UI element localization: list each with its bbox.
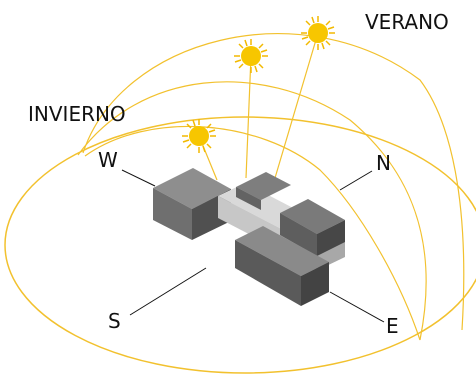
block-front-right: [301, 262, 329, 306]
winter-sun-path: [84, 125, 421, 341]
block-mid-front: [236, 187, 261, 210]
sun-icon: [234, 39, 268, 73]
block-mid-top: [236, 172, 291, 200]
north-label: N: [376, 151, 391, 175]
block-front-left: [235, 240, 301, 306]
block-front-top: [235, 226, 329, 276]
east-label: E: [386, 314, 399, 338]
block-right-top: [280, 199, 345, 234]
sun-projection-line: [274, 32, 319, 179]
west-pointer-line: [121, 169, 156, 187]
sun-icon: [182, 119, 216, 153]
verano-label: VERANO: [365, 10, 449, 34]
east-pointer-line: [329, 291, 385, 323]
horizon-ellipse: [4, 116, 476, 374]
sun-projection-line: [245, 55, 252, 179]
summer-sun-path-mid: [77, 81, 427, 341]
block-left-front: [153, 188, 192, 240]
invierno-label: INVIERNO: [28, 102, 126, 126]
west-label: W: [98, 148, 118, 172]
north-pointer-line: [339, 170, 373, 191]
block-right-front: [280, 213, 317, 256]
south-label: S: [108, 309, 121, 333]
south-pointer-line: [129, 267, 207, 316]
block-right-side: [317, 220, 345, 256]
summer-sun-path-high: [82, 33, 465, 331]
block-left-top: [153, 168, 231, 209]
sun-icon: [301, 16, 335, 50]
